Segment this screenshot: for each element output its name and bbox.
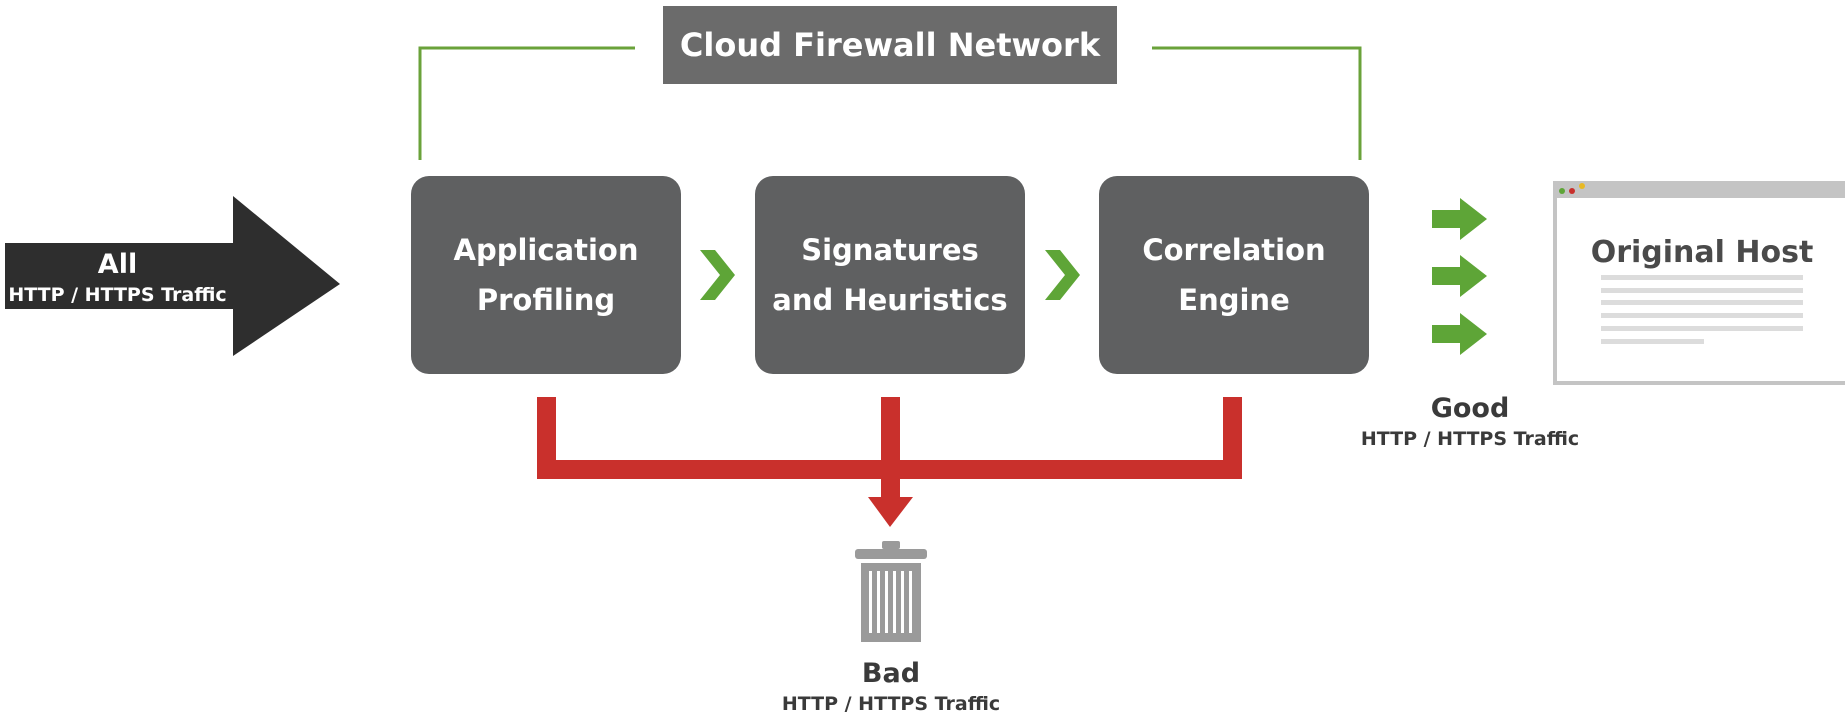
chevron-right-icon <box>700 250 735 300</box>
chevron-right-icon <box>1045 250 1080 300</box>
input-label-group: All HTTP / HTTPS Traffic <box>0 248 235 308</box>
bad-label: Bad <box>861 658 921 689</box>
good-sublabel: HTTP / HTTPS Traffic <box>1360 428 1580 450</box>
network-title: Cloud Firewall Network <box>663 6 1117 84</box>
input-sublabel: HTTP / HTTPS Traffic <box>8 284 227 306</box>
stage-line: Correlation <box>1142 233 1326 267</box>
stage-line: Application <box>453 233 639 267</box>
stage-signatures-heuristics: Signatures and Heuristics <box>755 176 1025 374</box>
bad-sublabel: HTTP / HTTPS Traffic <box>781 693 1001 715</box>
host-title: Original Host <box>1591 235 1814 270</box>
stage-application-profiling: Application Profiling <box>411 176 681 374</box>
good-label-group: Good HTTP / HTTPS Traffic <box>1320 392 1620 452</box>
input-label: All <box>97 249 138 280</box>
good-arrows <box>1432 198 1487 355</box>
stage-line: Signatures <box>801 233 979 267</box>
bad-flow-lines <box>537 397 1242 527</box>
stage-line: Engine <box>1178 283 1290 317</box>
network-bracket-left <box>418 46 635 160</box>
stage-line: Profiling <box>476 283 616 317</box>
browser-window-icon <box>1553 181 1845 385</box>
trash-can-icon <box>855 541 927 642</box>
network-bracket-right <box>1152 46 1362 160</box>
input-arrow <box>5 196 340 356</box>
bad-label-group: Bad HTTP / HTTPS Traffic <box>741 657 1041 717</box>
stage-line: and Heuristics <box>772 283 1008 317</box>
good-label: Good <box>1430 393 1510 424</box>
stage-correlation-engine: Correlation Engine <box>1099 176 1369 374</box>
